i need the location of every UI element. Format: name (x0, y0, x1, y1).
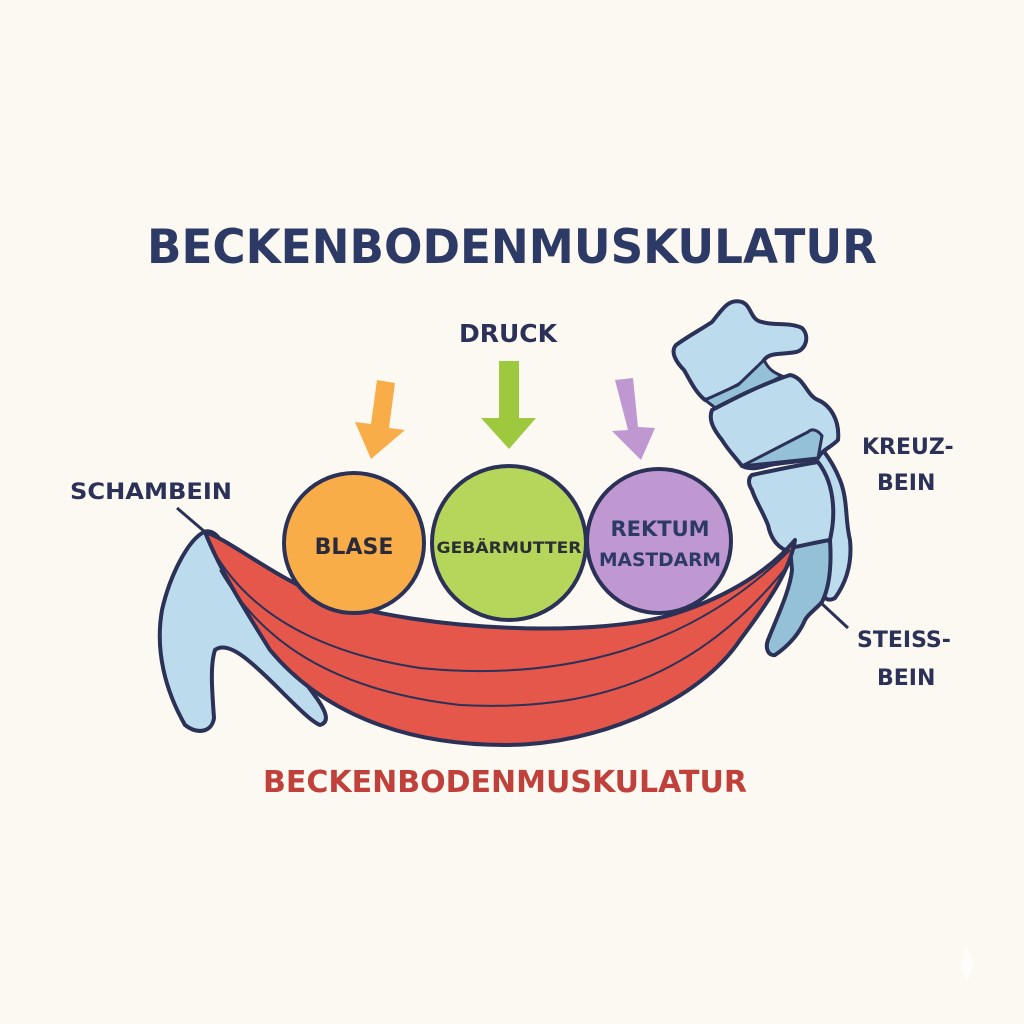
organ-label-blase: BLASE (315, 535, 394, 560)
coccyx-bone (764, 538, 833, 658)
label-kreuzbein-2: BEIN (877, 471, 935, 496)
pubis-pointer-line (176, 506, 206, 534)
organ-label-gebaermutter: GEBÄRMUTTER (437, 538, 582, 557)
sacrum-bone (671, 299, 853, 602)
label-kreuzbein-1: KREUZ- (862, 435, 954, 460)
label-steissbein-1: STEISS- (857, 628, 951, 653)
label-steissbein-2: BEIN (877, 666, 935, 691)
label-schambein: SCHAMBEIN (70, 480, 232, 505)
arrow-icon-green (481, 361, 536, 449)
organ-rektum: REKTUM MASTDARM (585, 467, 733, 615)
pressure-label: DRUCK (459, 319, 559, 348)
arrow-icon-purple (612, 378, 655, 460)
organ-gebaermutter: GEBÄRMUTTER (430, 464, 588, 622)
organ-label-rektum: REKTUM (610, 517, 709, 541)
coccyx-pointer-line (818, 600, 850, 630)
arrow-icon-orange (355, 380, 405, 459)
pelvic-floor-muscle (203, 530, 797, 747)
diagram-title: BECKENBODENMUSKULATUR (147, 220, 877, 275)
sparkle-icon (960, 948, 974, 982)
organ-blase: BLASE (282, 471, 426, 615)
organ-label-mastdarm: MASTDARM (599, 549, 721, 571)
muscle-label: BECKENBODENMUSKULATUR (263, 765, 747, 800)
